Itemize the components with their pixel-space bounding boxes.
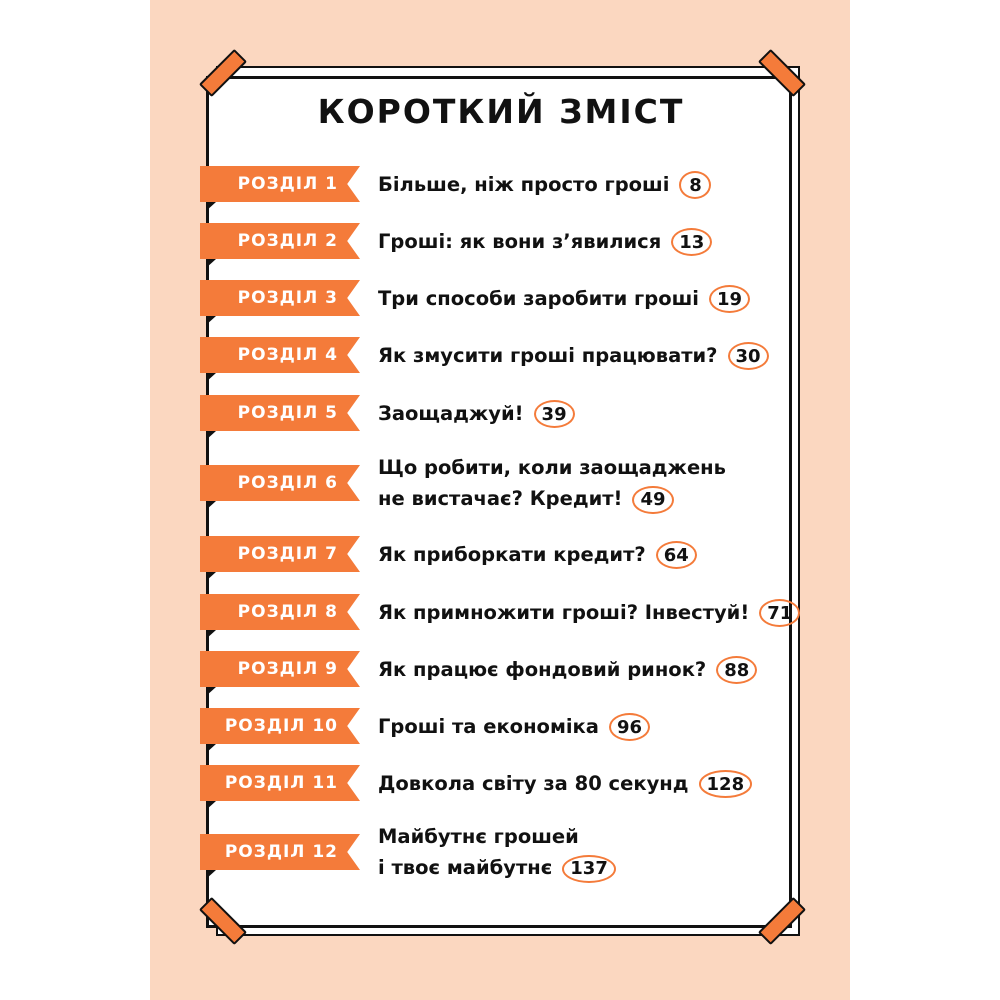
chapter-title: Як приборкати кредит?64	[378, 539, 697, 570]
tab-fold-shadow	[206, 687, 216, 696]
page-number-badge: 39	[533, 400, 575, 428]
chapter-title-line: Як змусити гроші працювати?30	[378, 340, 769, 371]
contents-title: КОРОТКИЙ ЗМІСТ	[317, 92, 685, 131]
chapter-tab: РОЗДІЛ 7	[200, 536, 360, 572]
chapter-tab: РОЗДІЛ 5	[200, 395, 360, 431]
tab-fold-shadow	[206, 431, 216, 440]
tab-fold-shadow	[206, 316, 216, 325]
chapter-tab: РОЗДІЛ 11	[200, 765, 360, 801]
chapter-tab: РОЗДІЛ 6	[200, 465, 360, 501]
page-number-badge: 88	[716, 656, 758, 684]
chapter-tab: РОЗДІЛ 10	[200, 708, 360, 744]
page-number-badge: 71	[759, 599, 801, 627]
chapter-title-line: Що робити, коли заощаджень	[378, 456, 726, 479]
chapter-title: Що робити, коли заощаджень не вистачає? К…	[378, 452, 726, 514]
page-number-badge: 13	[671, 228, 713, 256]
chapter-title: Заощаджуй!39	[378, 398, 575, 429]
chapter-title: Як примножити гроші? Інвестуй!71	[378, 597, 801, 628]
tab-fold-shadow	[206, 744, 216, 753]
chapter-title: Як працює фондовий ринок?88	[378, 654, 758, 685]
chapter-tab: РОЗДІЛ 12	[200, 834, 360, 870]
page-number-badge: 30	[727, 342, 769, 370]
tab-fold-shadow	[206, 572, 216, 581]
chapter-title-line: Заощаджуй!39	[378, 398, 575, 429]
chapter-title-line: Майбутнє грошей	[378, 825, 579, 848]
tab-fold-shadow	[206, 870, 216, 879]
page-number-badge: 96	[608, 713, 651, 741]
tab-fold-shadow	[206, 801, 216, 810]
page-number-badge: 8	[679, 171, 712, 199]
chapter-title-line: Як приборкати кредит?64	[378, 539, 697, 570]
page-number-badge: 49	[632, 485, 674, 514]
tab-fold-shadow	[206, 501, 216, 510]
chapter-tab: РОЗДІЛ 4	[200, 337, 360, 373]
chapter-tab: РОЗДІЛ 2	[200, 223, 360, 259]
chapter-title-line: Як примножити гроші? Інвестуй!71	[378, 597, 801, 628]
chapter-title: Як змусити гроші працювати?30	[378, 340, 769, 371]
page-number-badge: 64	[655, 541, 697, 569]
tab-fold-shadow	[206, 259, 216, 268]
chapter-tab: РОЗДІЛ 3	[200, 280, 360, 316]
page-number-badge: 137	[562, 854, 616, 883]
tab-fold-shadow	[206, 202, 216, 211]
chapter-tab: РОЗДІЛ 1	[200, 166, 360, 202]
page-number-badge: 128	[698, 770, 753, 798]
page-number-badge: 19	[708, 285, 751, 313]
chapter-tab: РОЗДІЛ 9	[200, 651, 360, 687]
tab-fold-shadow	[206, 373, 216, 382]
tab-fold-shadow	[206, 630, 216, 639]
chapter-title-line: Як працює фондовий ринок?88	[378, 654, 758, 685]
chapter-tab: РОЗДІЛ 8	[200, 594, 360, 630]
chapter-title-line: не вистачає? Кредит!49	[378, 483, 726, 514]
